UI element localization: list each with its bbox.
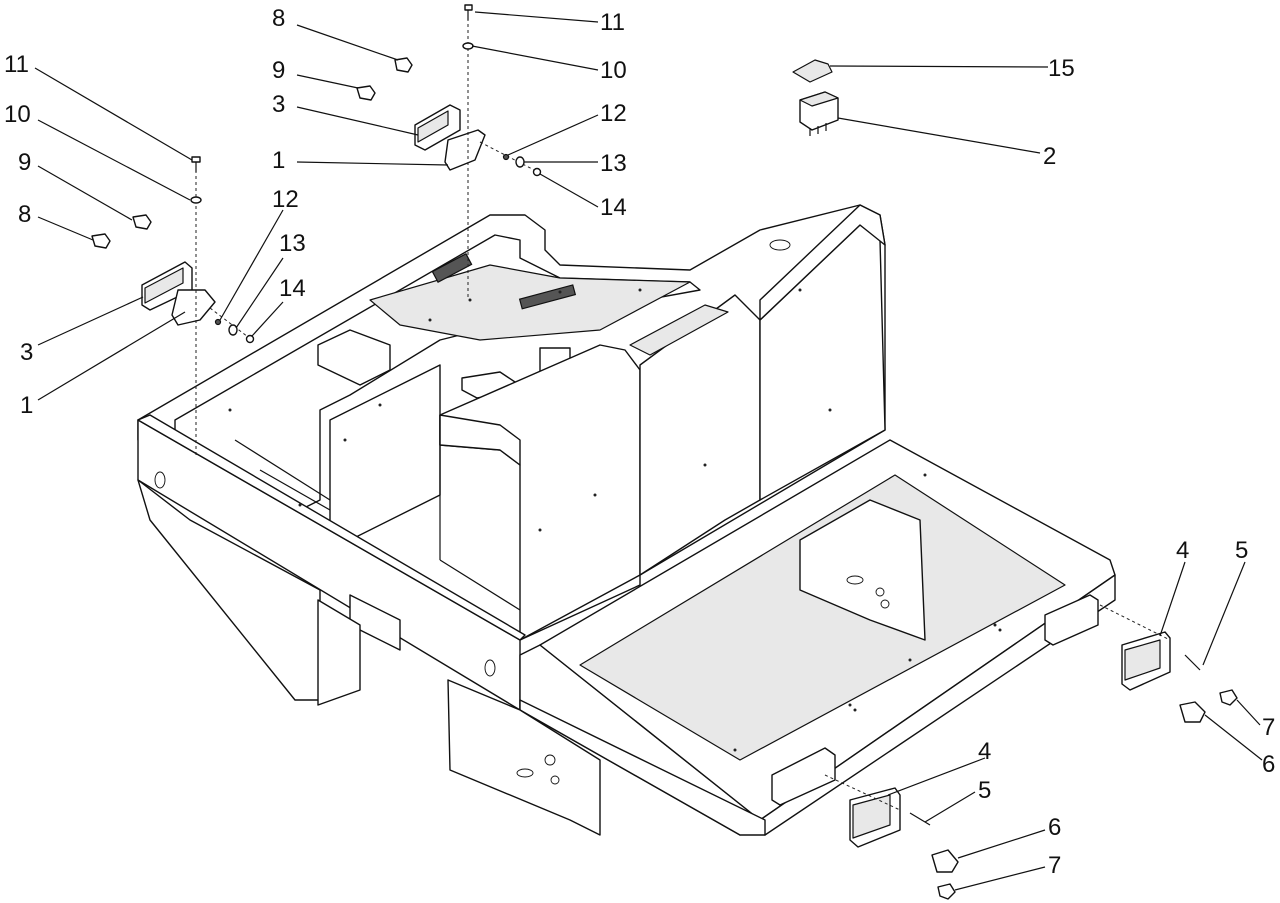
callout-5-right: 5 <box>1235 537 1248 564</box>
callout-10-top: 10 <box>600 57 627 84</box>
callout-12-top: 12 <box>600 100 627 127</box>
callout-11-left: 11 <box>4 51 29 78</box>
callout-6-bottom: 6 <box>1048 814 1061 841</box>
callout-3-top: 3 <box>272 91 285 118</box>
callout-14-top: 14 <box>600 194 627 221</box>
callout-13-top: 13 <box>600 150 627 177</box>
callout-7-bottom: 7 <box>1048 852 1061 879</box>
callout-9-top: 9 <box>272 57 285 84</box>
callout-11-top: 11 <box>600 9 625 36</box>
top-fender-light-assembly <box>356 4 542 300</box>
callout-13-left: 13 <box>279 230 306 257</box>
callout-15: 15 <box>1048 55 1075 82</box>
callout-9-left: 9 <box>18 149 31 176</box>
switch-assembly <box>792 59 839 136</box>
callout-8-left: 8 <box>18 201 31 228</box>
callout-10-left: 10 <box>4 101 31 128</box>
right-taillight-assembly <box>1099 604 1238 723</box>
callout-1-left: 1 <box>20 392 33 419</box>
left-fender-light-assembly <box>91 156 255 455</box>
callout-4-bottom: 4 <box>978 738 991 765</box>
leader-lines <box>34 11 1263 891</box>
callout-6-right: 6 <box>1262 751 1275 778</box>
front-taillight-assembly <box>824 774 959 900</box>
callout-5-bottom: 5 <box>978 777 991 804</box>
callout-1-top: 1 <box>272 147 285 174</box>
callout-8-top: 8 <box>272 5 285 32</box>
callout-labels: 8 9 3 1 11 10 12 13 14 11 10 9 8 12 13 1… <box>4 5 1275 879</box>
callout-14-left: 14 <box>279 275 306 302</box>
callout-3-left: 3 <box>20 339 33 366</box>
callout-2: 2 <box>1043 143 1056 170</box>
callout-7-right: 7 <box>1262 714 1275 741</box>
callout-4-right: 4 <box>1176 537 1189 564</box>
main-frame <box>137 204 1116 836</box>
callout-12-left: 12 <box>272 186 299 213</box>
